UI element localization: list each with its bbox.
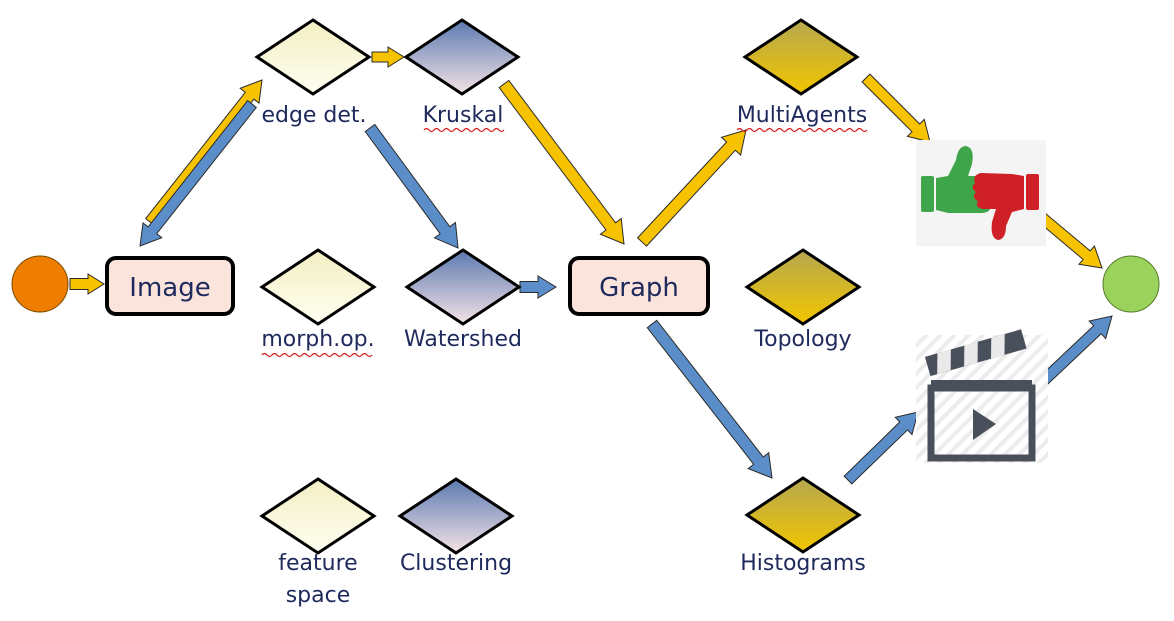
morph-op-diamond	[259, 248, 377, 326]
video-to-end-arrow	[1037, 315, 1113, 387]
spellcheck-squiggle	[261, 352, 373, 358]
edge-det-to-watershed-arrow	[364, 123, 459, 249]
multiagents-label: MultiAgents	[737, 103, 867, 128]
graph-node: Graph	[568, 256, 710, 316]
image-to-edge-det-arrow	[144, 79, 263, 227]
video-clapperboard-icon	[916, 329, 1048, 463]
thumbs-up-down-icon	[916, 140, 1046, 246]
start-node	[11, 255, 69, 313]
end-node	[1102, 255, 1160, 313]
morph-op-label: morph.op.	[261, 327, 374, 352]
kruskal-diamond	[403, 18, 521, 96]
watershed-diamond	[404, 248, 522, 326]
graph-node-label: Graph	[599, 273, 679, 303]
edge-det-diamond	[254, 18, 372, 96]
spellcheck-squiggle	[736, 127, 868, 133]
thumbs-to-end-arrow	[1035, 211, 1103, 269]
histograms-label: Histograms	[740, 551, 866, 576]
flow-arrows	[69, 46, 1113, 485]
graph-to-histograms-arrow	[646, 319, 773, 479]
topology-label: Topology	[753, 327, 851, 352]
feature-space-label-line2: space	[286, 583, 351, 608]
edge-det-label: edge det.	[261, 103, 366, 128]
image-node: Image	[105, 256, 235, 316]
clustering-diamond	[397, 477, 515, 555]
watershed-to-graph-arrow	[519, 275, 557, 299]
watershed-label: Watershed	[404, 327, 522, 352]
graph-to-multiagents-arrow	[636, 129, 747, 247]
feature-space-label-line1: feature	[278, 551, 357, 576]
edge-det-to-image-arrow	[139, 99, 258, 247]
topology-diamond	[744, 248, 862, 326]
histograms-diamond	[744, 476, 862, 554]
start-to-image-arrow	[69, 273, 105, 295]
multiagents-to-thumbs-arrow	[861, 73, 931, 143]
clustering-label: Clustering	[400, 551, 512, 576]
feature-space-diamond	[259, 477, 377, 555]
multiagents-diamond	[742, 18, 860, 96]
kruskal-to-graph-arrow	[498, 79, 625, 245]
edge-det-to-kruskal-arrow	[371, 46, 405, 68]
spellcheck-squiggle	[423, 127, 505, 133]
histograms-to-video-arrow	[843, 411, 919, 485]
image-node-label: Image	[129, 273, 210, 303]
kruskal-label: Kruskal	[423, 103, 504, 128]
